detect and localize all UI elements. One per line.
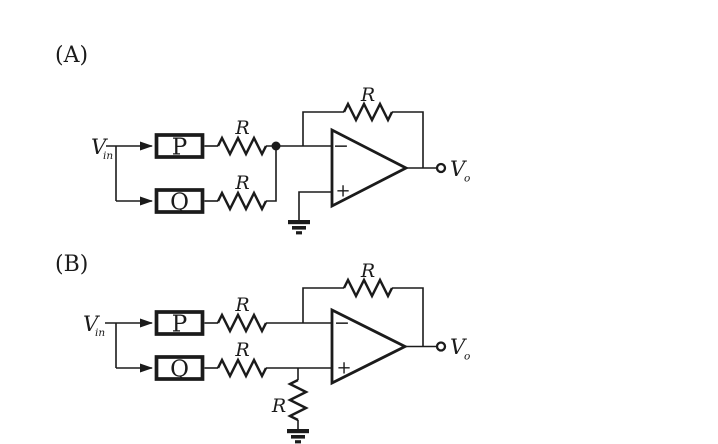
opamp-noninverting-sign: + bbox=[335, 181, 350, 202]
resistor-feedback-label: R bbox=[360, 260, 375, 282]
ground-icon bbox=[288, 220, 310, 235]
opamp-inverting-sign: − bbox=[334, 312, 350, 334]
input-voltage-subscript: in bbox=[95, 327, 105, 339]
resistor-icon bbox=[342, 101, 394, 123]
wire-q-to-junction bbox=[266, 146, 277, 202]
resistor-ground-label: R bbox=[271, 395, 286, 417]
wire-noninverting-to-ground bbox=[298, 191, 332, 220]
wire-feedback-left bbox=[302, 111, 344, 146]
output-voltage-label: V bbox=[450, 335, 467, 359]
wire-feedback-right bbox=[392, 287, 424, 347]
input-voltage-label: V bbox=[83, 312, 100, 336]
block-p bbox=[154, 310, 205, 336]
resistor-q-label: R bbox=[234, 339, 249, 361]
wire-feedback-left bbox=[302, 287, 344, 323]
wire-feedback-right bbox=[392, 111, 424, 168]
resistor-feedback-label: R bbox=[360, 84, 375, 106]
input-voltage-label: V bbox=[91, 135, 108, 159]
block-q-label: Q bbox=[170, 190, 189, 216]
block-p-label: P bbox=[172, 135, 187, 161]
resistor-p-label: R bbox=[234, 117, 249, 139]
opamp-triangle-icon bbox=[330, 307, 409, 386]
resistor-icon bbox=[287, 378, 309, 422]
output-terminal-icon bbox=[435, 341, 447, 352]
circuit-b-label: (B) bbox=[55, 252, 88, 277]
circuit-a: (A) V in P Q R R R − + bbox=[55, 43, 470, 235]
resistor-icon bbox=[216, 135, 268, 157]
block-q-label: Q bbox=[170, 357, 189, 383]
block-p-label: P bbox=[172, 312, 187, 338]
opamp-triangle-icon bbox=[330, 127, 410, 209]
opamp-inverting-sign: − bbox=[333, 135, 349, 157]
arrowhead-icon bbox=[140, 363, 153, 373]
resistor-icon bbox=[216, 312, 268, 334]
ground-icon bbox=[287, 429, 309, 444]
output-voltage-subscript: o bbox=[464, 351, 470, 363]
block-q bbox=[154, 355, 205, 381]
resistor-icon bbox=[342, 277, 394, 299]
circuit-a-label: (A) bbox=[55, 43, 88, 68]
output-voltage-label: V bbox=[450, 157, 467, 181]
opamp-noninverting-sign: + bbox=[336, 358, 351, 379]
input-voltage-subscript: in bbox=[103, 150, 113, 162]
resistor-q-label: R bbox=[234, 172, 249, 194]
resistor-icon bbox=[216, 357, 268, 379]
arrowhead-icon bbox=[140, 318, 153, 328]
resistor-icon bbox=[216, 190, 268, 212]
output-voltage-subscript: o bbox=[464, 173, 470, 185]
resistor-p-label: R bbox=[234, 294, 249, 316]
circuit-b: (B) V in P Q R R R R bbox=[55, 252, 470, 444]
arrowhead-icon bbox=[140, 196, 153, 206]
block-p bbox=[154, 133, 205, 159]
arrowhead-icon bbox=[140, 141, 153, 151]
block-q bbox=[154, 188, 205, 214]
output-terminal-icon bbox=[435, 162, 447, 174]
